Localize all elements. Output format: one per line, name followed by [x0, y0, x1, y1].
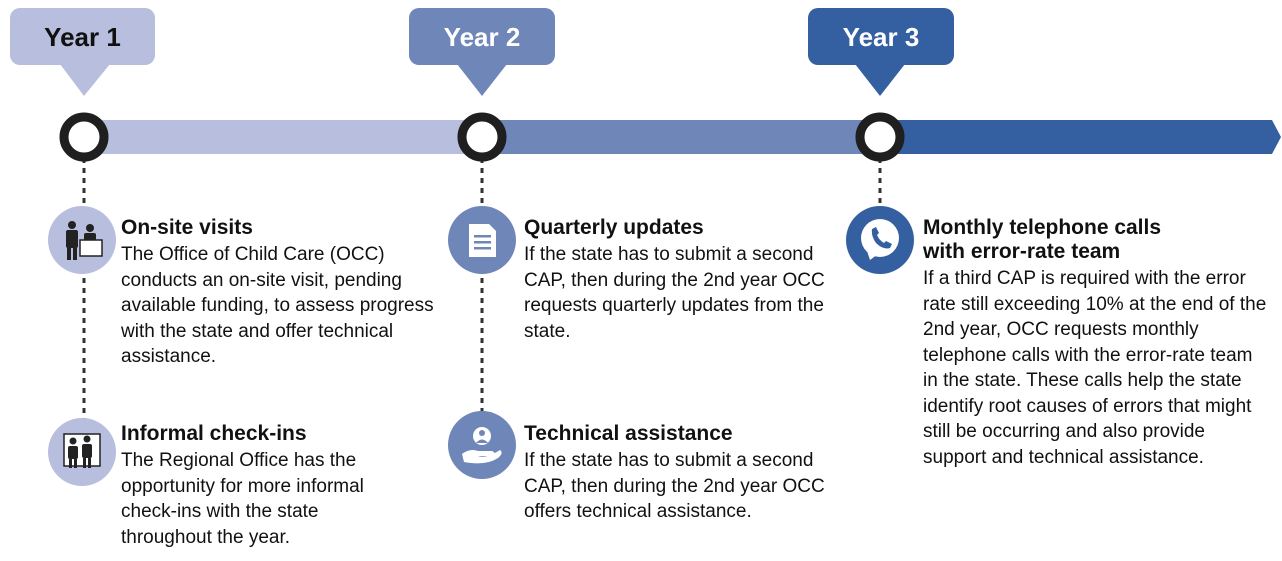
year1-callout — [10, 8, 155, 96]
document-icon — [448, 206, 516, 274]
onsite-visits-card: On-site visits The Office of Child Care … — [121, 216, 441, 370]
monthly-calls-title: Monthly telephone calls with error-rate … — [923, 216, 1268, 264]
quarterly-updates-title: Quarterly updates — [524, 216, 704, 239]
monthly-calls-body: If a third CAP is required with the erro… — [923, 268, 1267, 468]
informal-checkin-icon — [48, 418, 116, 486]
timeline-segment-year1 — [84, 120, 482, 154]
technical-assistance-body: If the state has to submit a second CAP,… — [524, 450, 825, 522]
timeline-node-year2 — [457, 112, 507, 162]
informal-checkins-title: Informal check-ins — [121, 422, 307, 445]
timeline-segment-year3-arrow — [880, 120, 1281, 154]
informal-checkins-card: Informal check-ins The Regional Office h… — [121, 422, 411, 550]
onsite-visits-body: The Office of Child Care (OCC) conducts … — [121, 244, 434, 367]
timeline-node-year1 — [59, 112, 109, 162]
quarterly-updates-card: Quarterly updates If the state has to su… — [524, 216, 844, 344]
year1-label: Year 1 — [44, 22, 121, 52]
year3-callout — [808, 8, 954, 96]
monthly-calls-title-line1: Monthly telephone calls — [923, 216, 1162, 239]
onsite-visits-title: On-site visits — [121, 216, 253, 239]
helping-hand-icon — [448, 411, 516, 479]
timeline-segment-year2 — [482, 120, 880, 154]
monthly-calls-card: Monthly telephone calls with error-rate … — [923, 216, 1268, 470]
technical-assistance-title: Technical assistance — [524, 422, 733, 445]
year3-label: Year 3 — [842, 22, 920, 52]
informal-checkins-body: The Regional Office has the opportunity … — [121, 450, 364, 548]
onsite-visit-icon — [48, 206, 116, 274]
quarterly-updates-body: If the state has to submit a second CAP,… — [524, 244, 825, 342]
year2-label: Year 2 — [443, 22, 521, 52]
year2-callout — [409, 8, 555, 96]
timeline-node-year3 — [855, 112, 905, 162]
technical-assistance-card: Technical assistance If the state has to… — [524, 422, 854, 525]
phone-call-icon — [846, 206, 914, 274]
monthly-calls-title-line2: with error-rate team — [923, 240, 1121, 263]
